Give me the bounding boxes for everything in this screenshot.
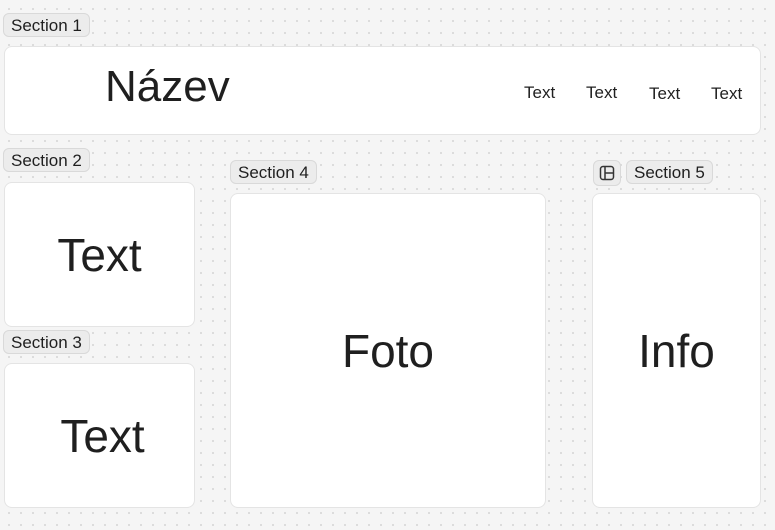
section-3-label[interactable]: Section 3	[3, 330, 90, 354]
section-5-label[interactable]: Section 5	[626, 160, 713, 184]
section-2-label[interactable]: Section 2	[3, 148, 90, 172]
layout-icon-glyph	[599, 165, 615, 181]
section-5-info-card[interactable]: Info	[592, 193, 761, 508]
section-3-content: Text	[60, 409, 145, 462]
layout-icon[interactable]	[593, 160, 621, 186]
section-2-card[interactable]: Text	[4, 182, 195, 327]
nav-item-4[interactable]: Text	[711, 84, 743, 103]
page-title: Název	[105, 62, 230, 111]
nav-item-2[interactable]: Text	[586, 83, 618, 102]
section-4-photo-card[interactable]: Foto	[230, 193, 546, 508]
section-1-header-card[interactable]: Název Text Text Text Text	[4, 46, 761, 135]
section-1-label[interactable]: Section 1	[3, 13, 90, 37]
section-3-card[interactable]: Text	[4, 363, 195, 508]
section-4-content: Foto	[341, 324, 435, 377]
section-5-content: Info	[638, 324, 715, 377]
section-2-content: Text	[57, 228, 142, 281]
nav-item-3[interactable]: Text	[649, 84, 681, 103]
section-4-label[interactable]: Section 4	[230, 160, 317, 184]
nav-item-1[interactable]: Text	[524, 83, 556, 102]
